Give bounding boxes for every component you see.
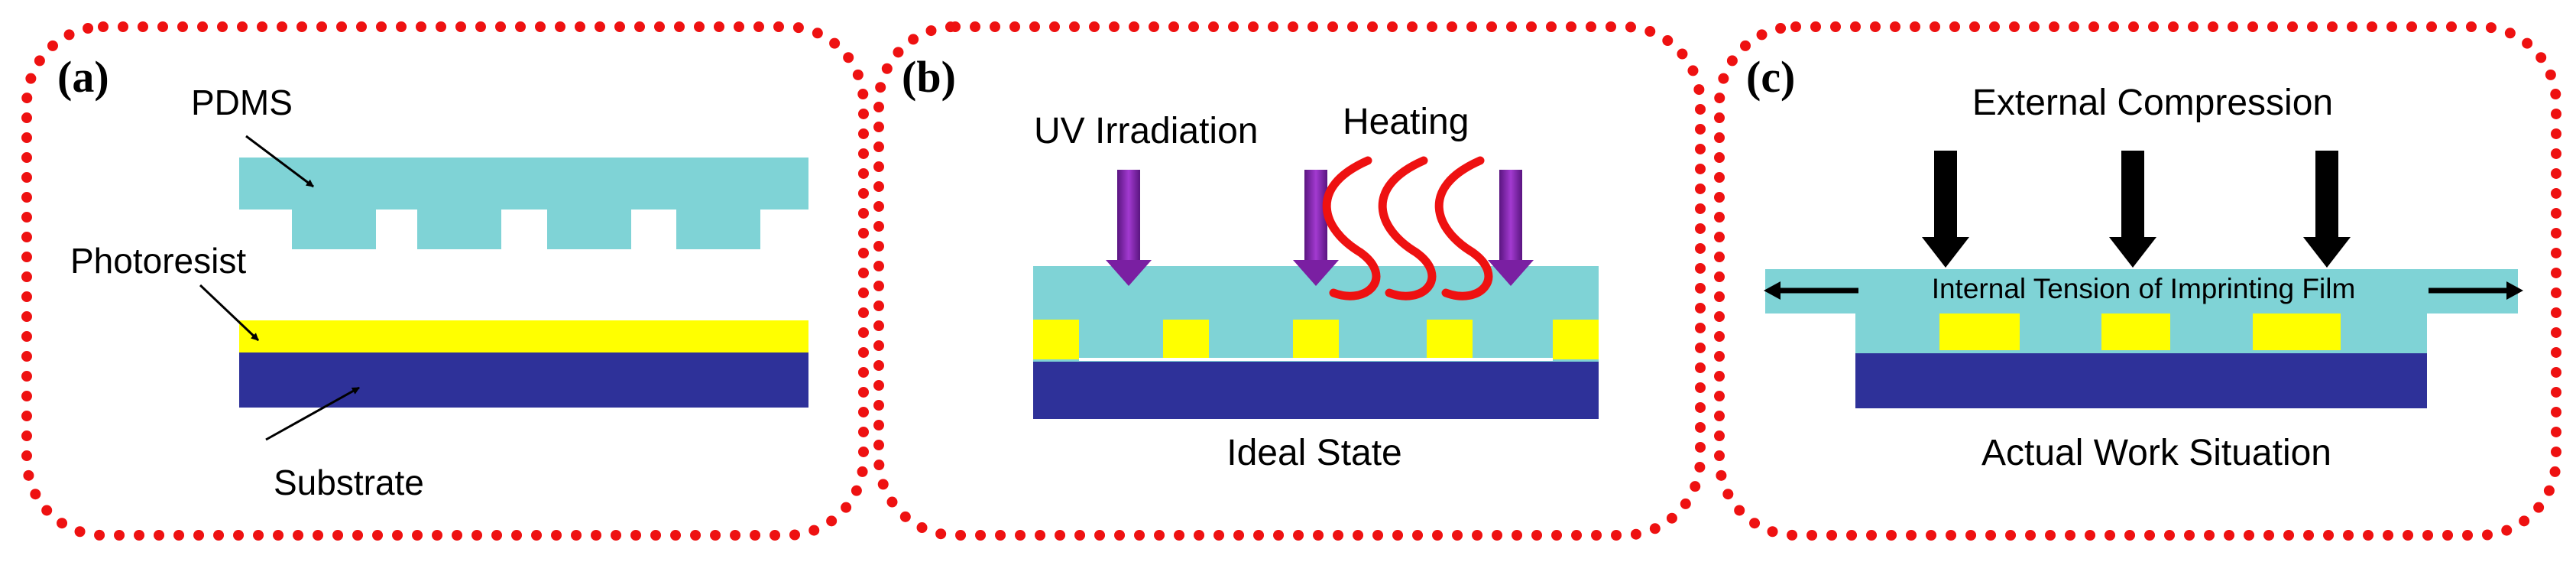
uv-irradiation-label: UV Irradiation bbox=[1034, 111, 1258, 151]
compression-arrow bbox=[2303, 151, 2351, 268]
uv-arrow bbox=[1293, 170, 1339, 286]
photoresist-block bbox=[1163, 320, 1209, 359]
pdms-stamp-tooth bbox=[676, 209, 760, 249]
pdms-pointer-arrow bbox=[245, 135, 314, 188]
pdms-stamp-body bbox=[239, 158, 808, 210]
pdms-stamp-tooth bbox=[547, 209, 631, 249]
uv-arrow bbox=[1488, 170, 1534, 286]
imprint-film-layer bbox=[1765, 269, 2518, 313]
pdms-stamp-tooth bbox=[292, 209, 376, 249]
panel-b-label: (b) bbox=[902, 52, 956, 102]
heating-label: Heating bbox=[1343, 102, 1469, 142]
tension-arrowhead-right bbox=[2506, 281, 2523, 300]
compression-arrow bbox=[2109, 151, 2156, 268]
panel-c: (c) External Compression Internal Tensio… bbox=[1714, 21, 2561, 541]
substrate-label: Substrate bbox=[274, 463, 424, 502]
photoresist-block bbox=[1427, 320, 1473, 359]
photoresist-block bbox=[1293, 320, 1339, 359]
substrate-pointer-arrow bbox=[265, 386, 360, 441]
photoresist-label: Photoresist bbox=[70, 241, 246, 281]
panel-a: (a) PDMS Photoresist Substrate bbox=[21, 21, 869, 541]
uv-arrow bbox=[1106, 170, 1152, 286]
photoresist-block bbox=[2253, 313, 2341, 350]
photoresist-layer bbox=[239, 320, 808, 352]
panel-b-frame bbox=[873, 21, 1706, 541]
panel-a-label: (a) bbox=[57, 52, 109, 102]
photoresist-block bbox=[2101, 313, 2170, 350]
panel-c-label: (c) bbox=[1746, 52, 1795, 102]
substrate-layer bbox=[1033, 362, 1599, 419]
tension-arrowhead-left bbox=[1764, 281, 1781, 300]
panel-b: (b) UV Irradiation Heating Ideal State bbox=[873, 21, 1706, 541]
ideal-state-caption: Ideal State bbox=[1226, 433, 1402, 473]
external-compression-label: External Compression bbox=[1972, 83, 2333, 123]
panel-a-frame bbox=[21, 21, 869, 541]
photoresist-block bbox=[1553, 320, 1599, 359]
panel-c-frame bbox=[1714, 21, 2561, 541]
pdms-label: PDMS bbox=[191, 83, 293, 122]
compression-arrow bbox=[1922, 151, 1969, 268]
photoresist-block bbox=[1939, 313, 2020, 350]
photoresist-block bbox=[1033, 320, 1079, 359]
internal-tension-label: Internal Tension of Imprinting Film bbox=[1932, 273, 2356, 304]
photoresist-pointer-arrow bbox=[199, 284, 260, 342]
heat-wave bbox=[1322, 156, 1381, 300]
substrate-layer bbox=[239, 352, 808, 408]
heat-wave bbox=[1434, 156, 1493, 300]
actual-work-situation-caption: Actual Work Situation bbox=[1981, 433, 2331, 473]
heat-wave bbox=[1378, 156, 1437, 300]
substrate-layer bbox=[1855, 353, 2427, 408]
pdms-stamp-tooth bbox=[417, 209, 501, 249]
